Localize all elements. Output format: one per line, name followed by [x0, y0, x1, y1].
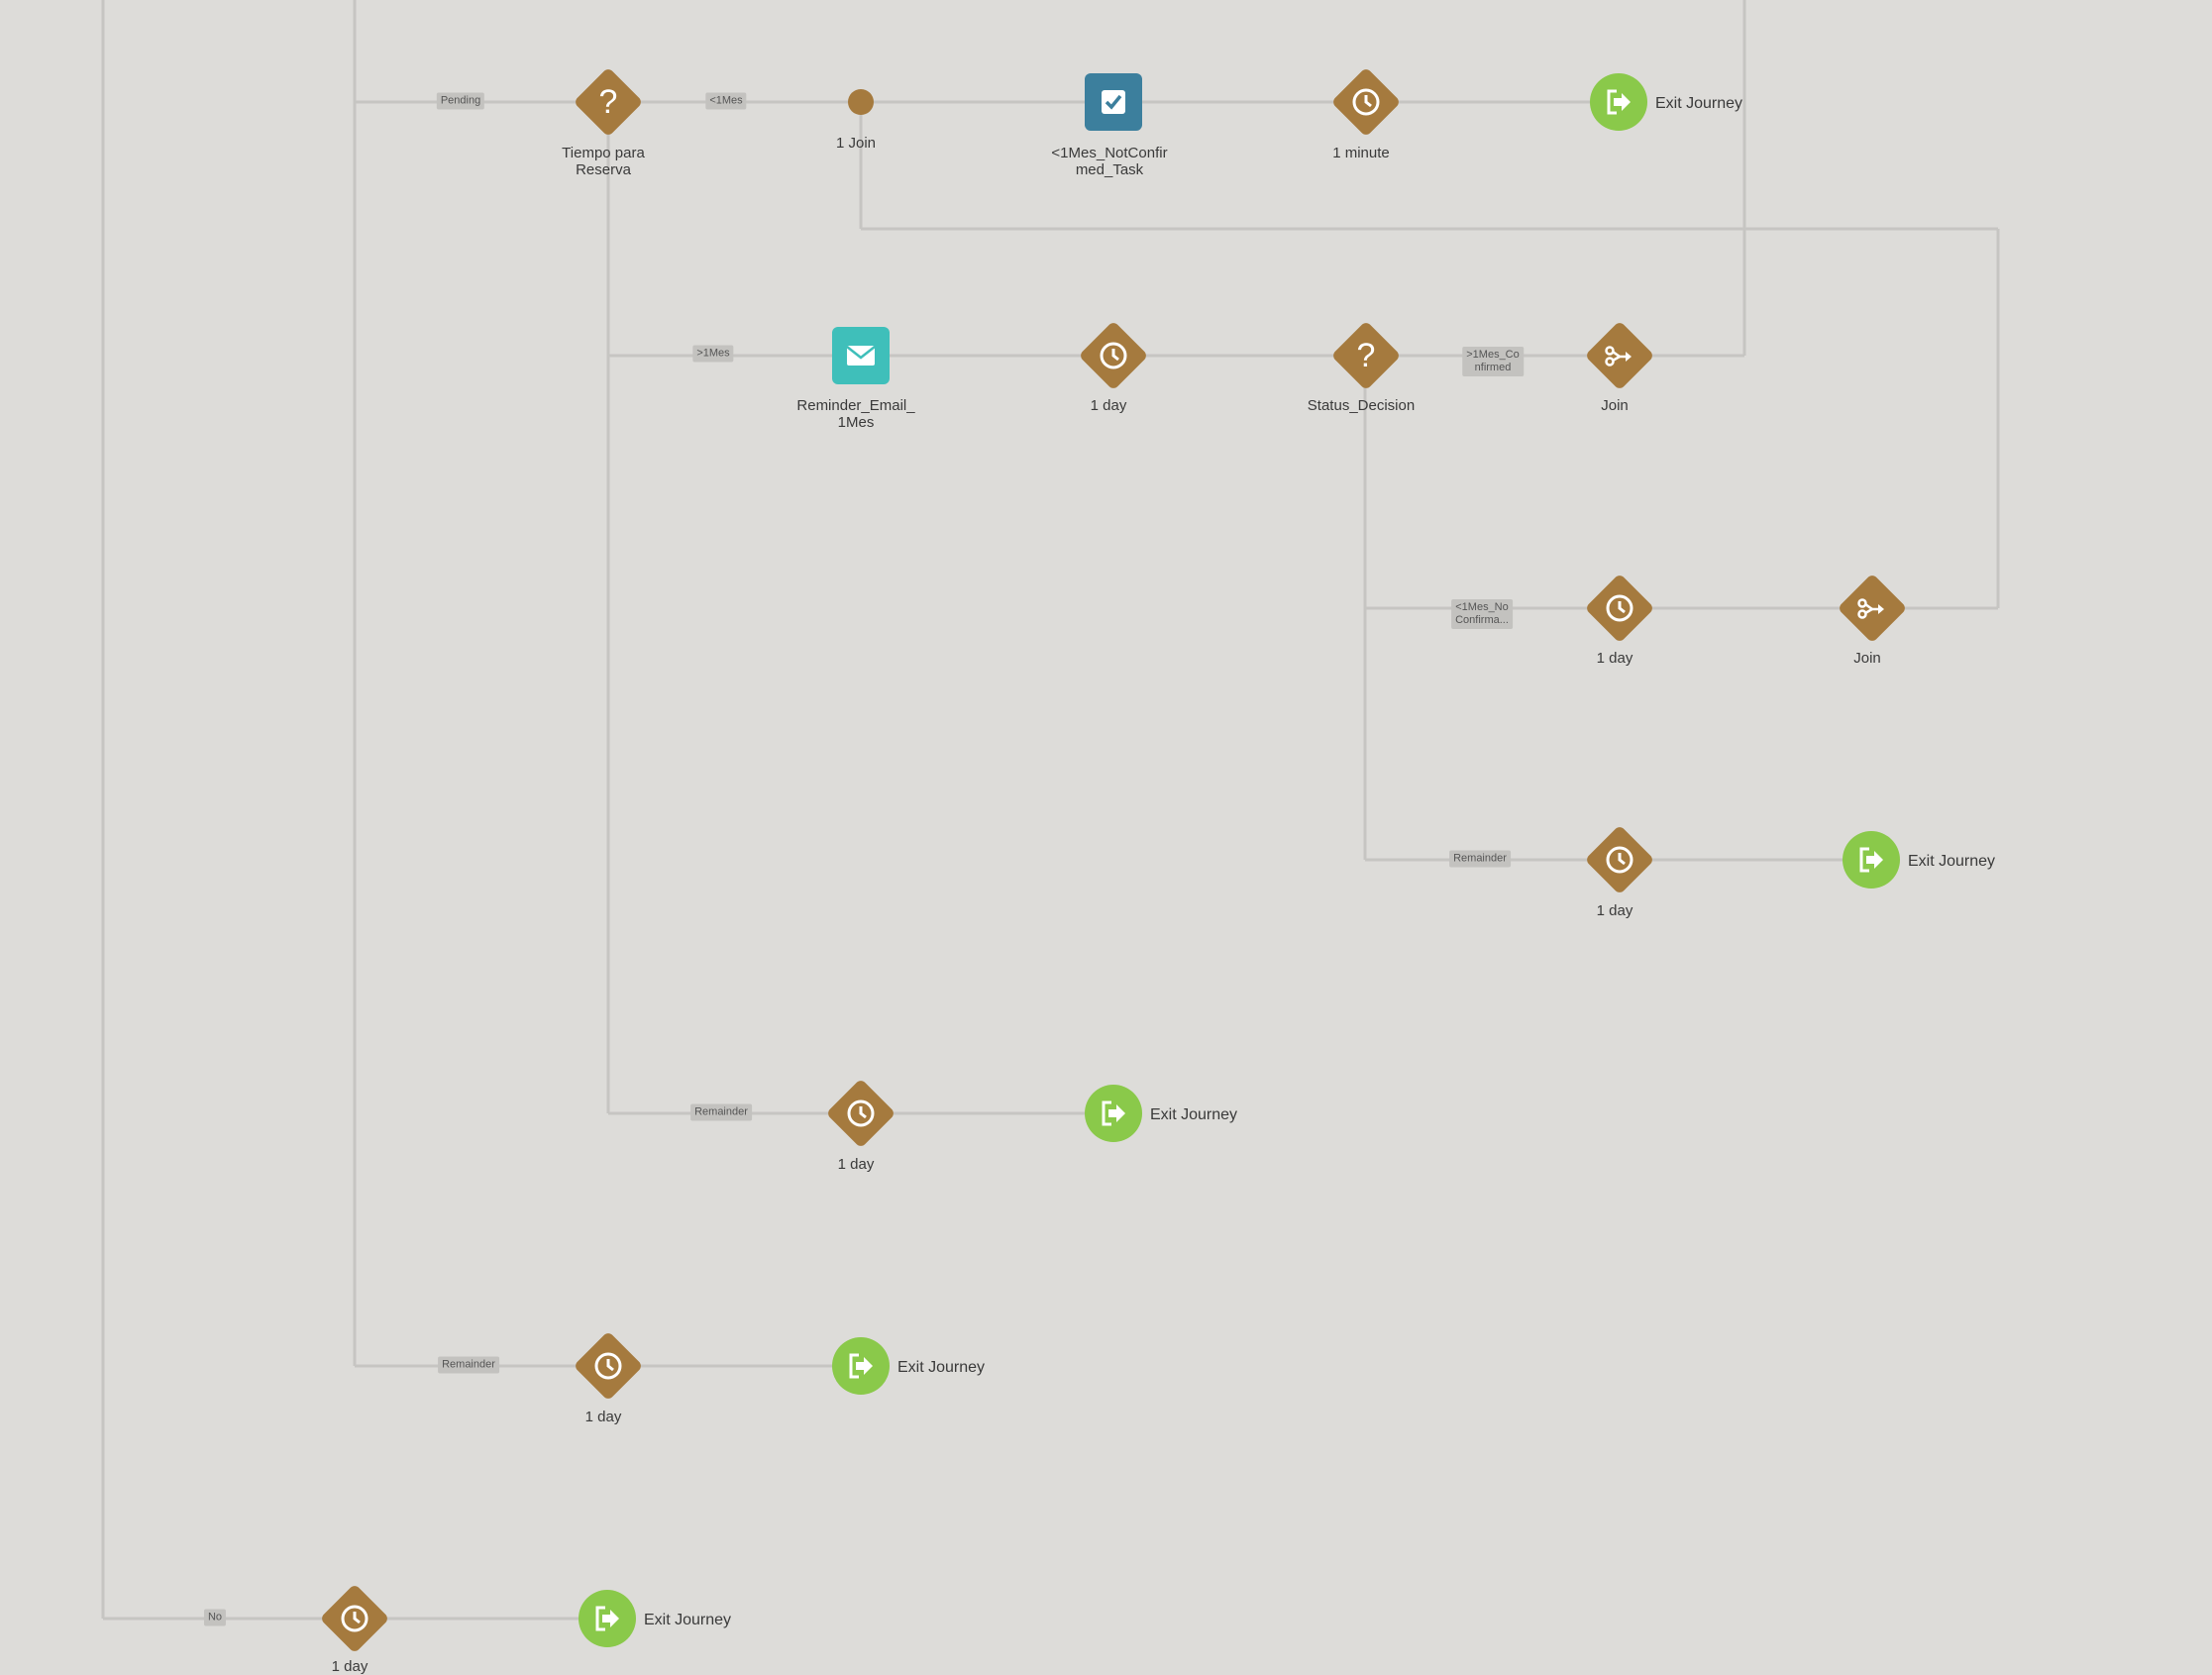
chip-lt1mes-noconfirma[interactable]: <1Mes_No Confirma... — [1451, 599, 1513, 629]
node-label: Join — [1601, 397, 1629, 414]
exit-icon — [1859, 847, 1883, 873]
chip-gt1mes[interactable]: >1Mes — [692, 345, 734, 363]
node-label: 1 day — [331, 1658, 369, 1675]
clock-icon — [594, 1352, 622, 1380]
wait-node-1-minute[interactable] — [1330, 66, 1402, 138]
clock-icon — [1606, 594, 1633, 622]
node-label: 1 day — [837, 1156, 875, 1173]
wait-node-1-day-d[interactable] — [825, 1078, 896, 1149]
chip-lt1mes[interactable]: <1Mes — [705, 92, 747, 110]
clock-icon — [1352, 88, 1380, 116]
node-label: 1 Join — [835, 135, 877, 152]
exit-node-top[interactable] — [1590, 73, 1647, 131]
join-icon — [1857, 598, 1884, 619]
wait-node-1-day-e[interactable] — [573, 1330, 644, 1402]
clock-icon — [847, 1099, 875, 1127]
join-dot[interactable] — [848, 89, 874, 115]
join-node-b[interactable] — [1837, 573, 1908, 644]
exit-node-bottom[interactable] — [579, 1590, 636, 1647]
node-label: 1 day — [1596, 650, 1633, 667]
exit-label: Exit Journey — [644, 1612, 732, 1628]
exit-icon — [849, 1353, 873, 1379]
chip-remainder-c[interactable]: Remainder — [1449, 850, 1511, 868]
chip-remainder-e[interactable]: Remainder — [438, 1356, 499, 1374]
join-node-a[interactable] — [1584, 320, 1655, 391]
node-label: Tiempo para Reserva — [562, 145, 645, 178]
node-label: 1 minute — [1332, 145, 1390, 161]
exit-label: Exit Journey — [1655, 95, 1743, 112]
exit-node-e[interactable] — [832, 1337, 890, 1395]
node-label: <1Mes_NotConfir med_Task — [1051, 145, 1168, 178]
wait-node-1-day-b[interactable] — [1584, 573, 1655, 644]
task-node[interactable] — [1085, 73, 1142, 131]
clock-icon — [1100, 342, 1127, 369]
wait-node-1-day-c[interactable] — [1584, 824, 1655, 895]
wait-node-1-day-a[interactable] — [1078, 320, 1149, 391]
envelope-icon — [846, 346, 876, 366]
checkbox-icon — [1102, 90, 1125, 114]
exit-icon — [1102, 1100, 1125, 1126]
chip-no[interactable]: No — [203, 1609, 227, 1626]
exit-icon — [1607, 89, 1631, 115]
exit-label: Exit Journey — [897, 1359, 986, 1376]
question-icon: ? — [1356, 336, 1376, 374]
exit-node-c[interactable] — [1843, 831, 1900, 889]
exit-node-d[interactable] — [1085, 1085, 1142, 1142]
node-label: Join — [1853, 650, 1881, 667]
clock-icon — [1606, 846, 1633, 874]
join-icon — [1605, 346, 1632, 366]
email-node[interactable] — [832, 327, 890, 384]
question-icon: ? — [598, 82, 618, 121]
chip-gt1mes-confirmed[interactable]: >1Mes_Co nfirmed — [1462, 347, 1524, 376]
exit-icon — [595, 1606, 619, 1631]
chip-remainder-d[interactable]: Remainder — [690, 1103, 752, 1121]
wait-node-bottom[interactable] — [319, 1583, 390, 1654]
node-label: 1 day — [1596, 902, 1633, 919]
node-label: Reminder_Email_ 1Mes — [796, 397, 915, 431]
exit-label: Exit Journey — [1150, 1106, 1238, 1123]
chip-pending[interactable]: Pending — [436, 92, 485, 110]
node-label: 1 day — [1090, 397, 1127, 414]
clock-icon — [341, 1605, 369, 1632]
exit-label: Exit Journey — [1908, 853, 1996, 870]
decision-node-status[interactable]: ? — [1330, 320, 1402, 391]
node-label: Status_Decision — [1307, 397, 1416, 414]
decision-node-tiempo[interactable]: ? — [573, 66, 644, 138]
node-label: 1 day — [584, 1409, 622, 1425]
